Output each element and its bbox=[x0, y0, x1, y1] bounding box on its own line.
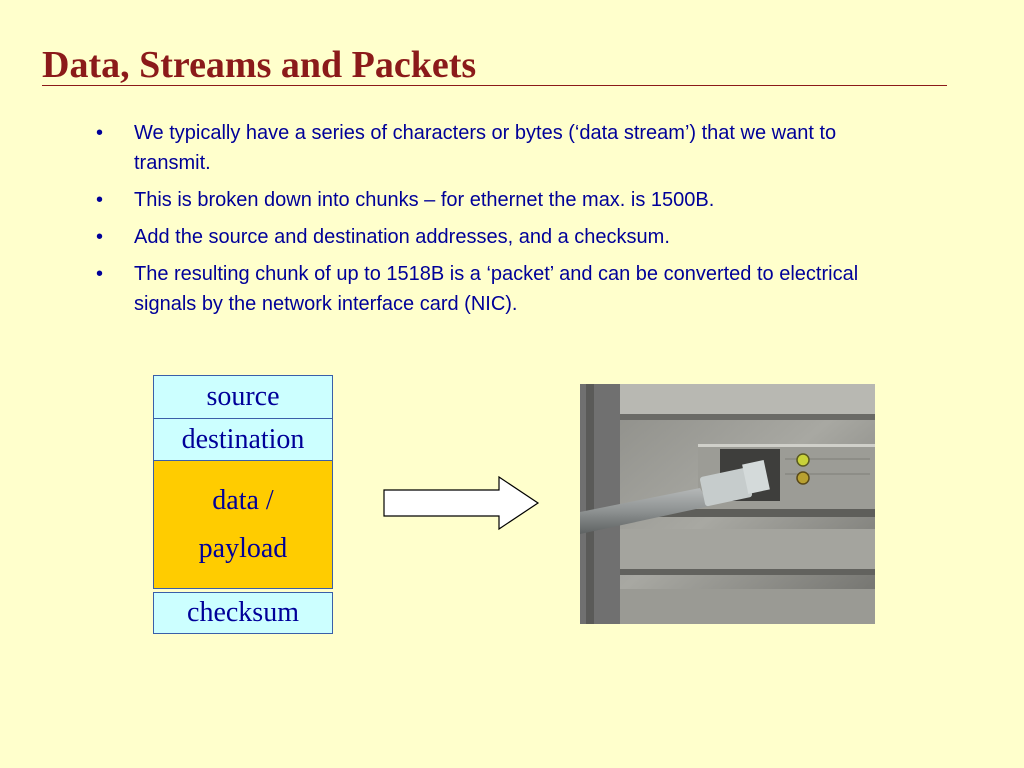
nic-cable-photo bbox=[580, 384, 875, 624]
bullet-text: Add the source and destination addresses… bbox=[134, 226, 670, 248]
packet-destination-cell: destination bbox=[153, 419, 333, 461]
bullet-item: • This is broken down into chunks – for e… bbox=[96, 185, 916, 215]
payload-label-line1: data / bbox=[212, 484, 274, 516]
bullet-dot: • bbox=[96, 263, 104, 285]
packet-payload-cell: data / payload bbox=[153, 461, 333, 589]
bullet-text: The resulting chunk of up to 1518B is a … bbox=[134, 263, 859, 315]
bullet-dot: • bbox=[96, 189, 104, 211]
bullet-dot: • bbox=[96, 226, 104, 248]
packet-diagram: source destination data / payload checks… bbox=[153, 375, 333, 634]
bullet-item: • We typically have a series of character… bbox=[96, 118, 916, 178]
bullet-text: This is broken down into chunks – for et… bbox=[134, 189, 715, 211]
bullet-item: • Add the source and destination addresse… bbox=[96, 222, 916, 252]
arrow-right-icon bbox=[383, 475, 540, 531]
bullet-text: We typically have a series of characters… bbox=[134, 122, 837, 174]
packet-source-cell: source bbox=[153, 375, 333, 419]
packet-checksum-cell: checksum bbox=[153, 592, 333, 634]
title-underline bbox=[42, 85, 947, 86]
bullet-dot: • bbox=[96, 122, 104, 144]
bullet-item: • The resulting chunk of up to 1518B is a… bbox=[96, 259, 916, 319]
payload-label-line2: payload bbox=[198, 532, 288, 564]
slide-title: Data, Streams and Packets bbox=[42, 44, 477, 86]
bullet-list: • We typically have a series of character… bbox=[96, 118, 916, 326]
